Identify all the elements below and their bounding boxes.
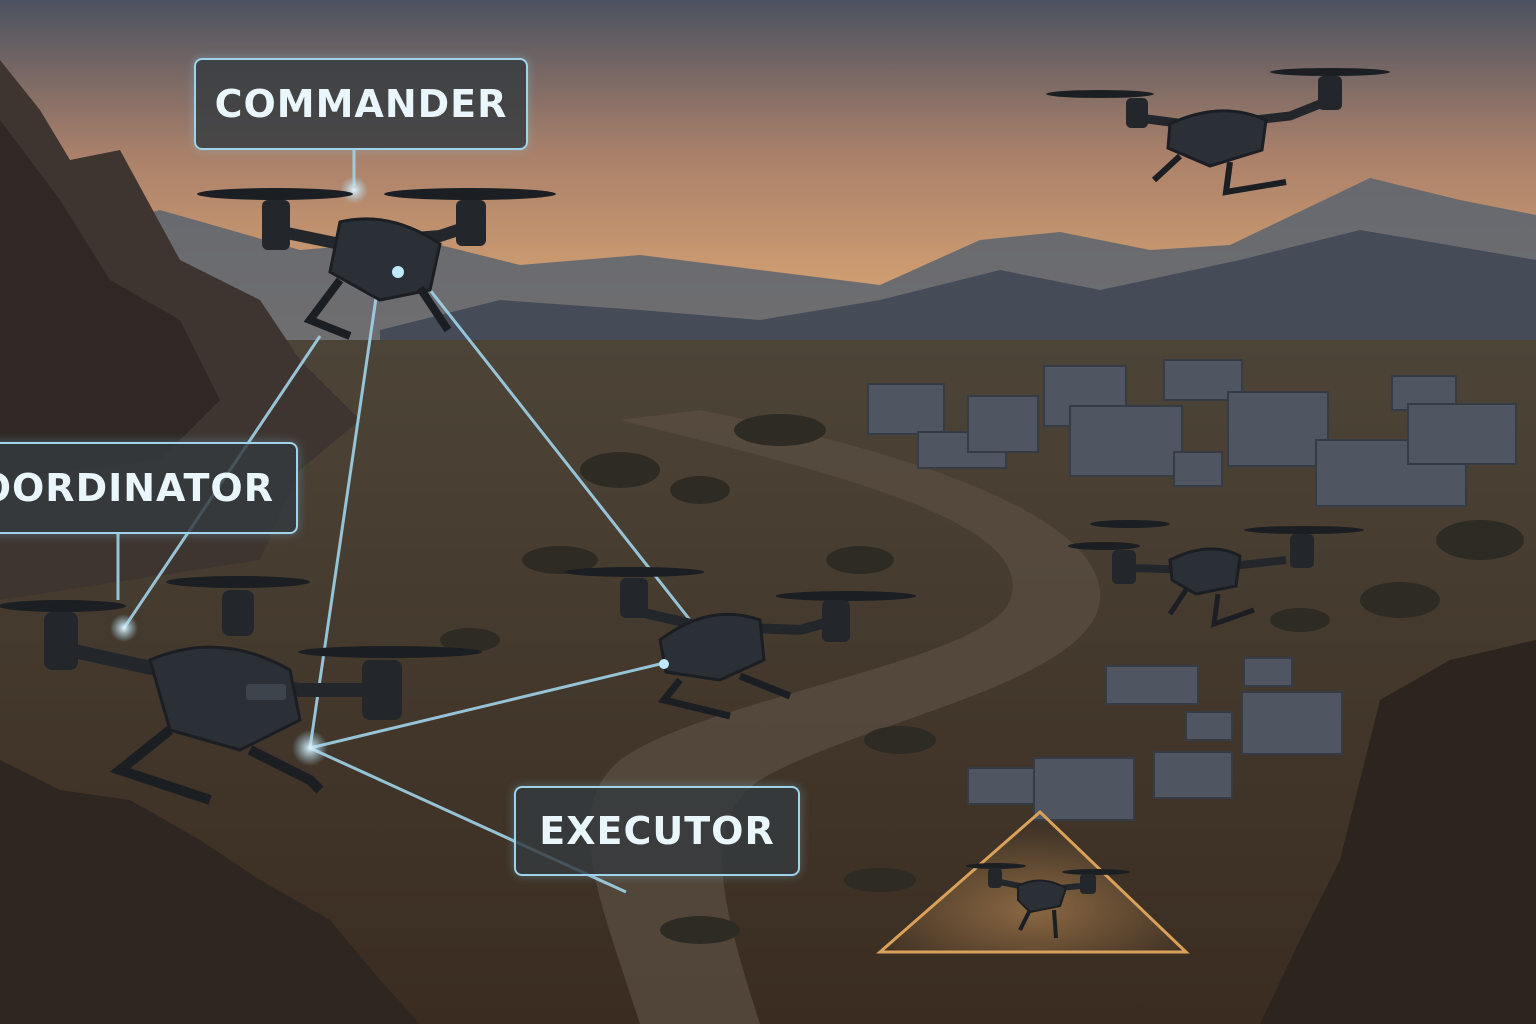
signal-node-icon (110, 176, 368, 766)
executor-label: EXECUTOR (514, 786, 800, 876)
scout-drone-icon (1046, 68, 1390, 196)
patrol-drone-icon (1068, 520, 1364, 628)
coordinator-drone-icon (0, 576, 482, 805)
foreground-rocks-right (1260, 640, 1536, 1024)
commander-drone-icon (197, 188, 556, 340)
village-buildings (867, 359, 1517, 821)
target-drone-icon (966, 863, 1130, 939)
scrub-bushes (440, 414, 1524, 944)
executor-drone-icon (564, 567, 916, 720)
commander-label: COMMANDER (194, 58, 528, 150)
left-cliffs-shadow (0, 120, 220, 480)
coordinator-label: COORDINATOR (0, 442, 298, 534)
foreground-rocks-left (0, 760, 420, 1024)
